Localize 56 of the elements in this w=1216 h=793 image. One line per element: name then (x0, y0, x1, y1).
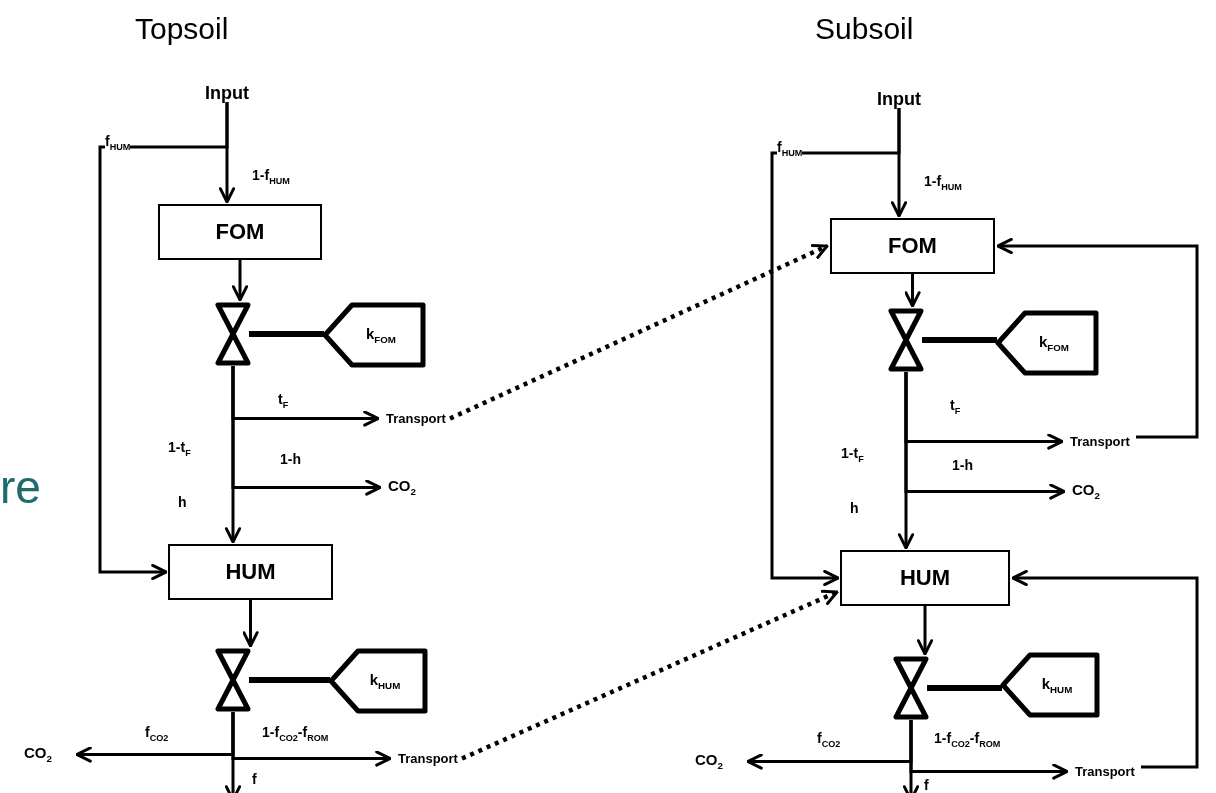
rate-tag: k$_{FOM}$ (995, 310, 1099, 376)
pool-box: HUM (168, 544, 333, 600)
arrow (770, 108, 901, 587)
rate-tag: k$_{FOM}$ (322, 302, 426, 368)
flow-label: CO$_{2}$ (1072, 482, 1100, 501)
partial-heading: re (0, 462, 41, 513)
arrow (224, 366, 242, 544)
flow-label: Transport (1070, 435, 1130, 448)
flow-label: CO$_{2}$ (388, 478, 416, 497)
connector-line (922, 337, 997, 343)
edge-label: 1-f$_{HUM}$ (924, 174, 962, 192)
arrow (902, 720, 920, 793)
column-title: Subsoil (815, 12, 914, 45)
edge-label: 1-f$_{CO2}$-f$_{ROM}$ (262, 725, 329, 743)
flow-label: Input (877, 90, 921, 108)
column-title: Topsoil (135, 12, 229, 45)
dotted-arrow (461, 589, 839, 761)
arrow (98, 102, 229, 581)
flow-label: Input (205, 84, 249, 102)
edge-label: f$_{CO2}$ (145, 725, 169, 743)
valve-symbol (893, 656, 929, 720)
edge-label: f (924, 778, 929, 793)
arrow (231, 260, 249, 302)
flow-label: CO$_{2}$ (24, 745, 52, 764)
connector-line (927, 685, 1002, 691)
valve-symbol (215, 648, 251, 712)
arrow (904, 274, 921, 308)
arrow (242, 600, 259, 648)
pool-box: HUM (840, 550, 1010, 606)
connector-line (249, 677, 330, 683)
edge-label: 1-f$_{CO2}$-f$_{ROM}$ (934, 731, 1001, 749)
flow-label: Transport (386, 412, 446, 425)
arrow (224, 712, 242, 793)
arrow (1011, 569, 1199, 769)
edge-label: t$_{F}$ (950, 398, 961, 416)
edge-label: f$_{HUM}$ (777, 140, 803, 158)
flow-label: Transport (1075, 765, 1135, 778)
edge-label: f$_{CO2}$ (817, 731, 841, 749)
arrow (916, 606, 934, 656)
flow-label: Transport (398, 752, 458, 765)
connector-line (249, 331, 324, 337)
pool-box: FOM (830, 218, 995, 274)
arrow (996, 237, 1199, 439)
edge-label: 1-f$_{HUM}$ (252, 168, 290, 186)
arrow (897, 372, 915, 550)
valve-symbol (215, 302, 251, 366)
flow-fraction-label: 1-t$_{F}$ (841, 446, 864, 464)
edge-label: f$_{HUM}$ (105, 134, 131, 152)
pool-box: FOM (158, 204, 322, 260)
rate-tag: k$_{HUM}$ (328, 648, 428, 714)
dotted-arrow (449, 243, 829, 421)
flow-label: CO$_{2}$ (695, 752, 723, 771)
flow-fraction-label: 1-t$_{F}$ (168, 440, 191, 458)
rate-tag: k$_{HUM}$ (1000, 652, 1100, 718)
valve-symbol (888, 308, 924, 372)
edge-label: t$_{F}$ (278, 392, 289, 410)
